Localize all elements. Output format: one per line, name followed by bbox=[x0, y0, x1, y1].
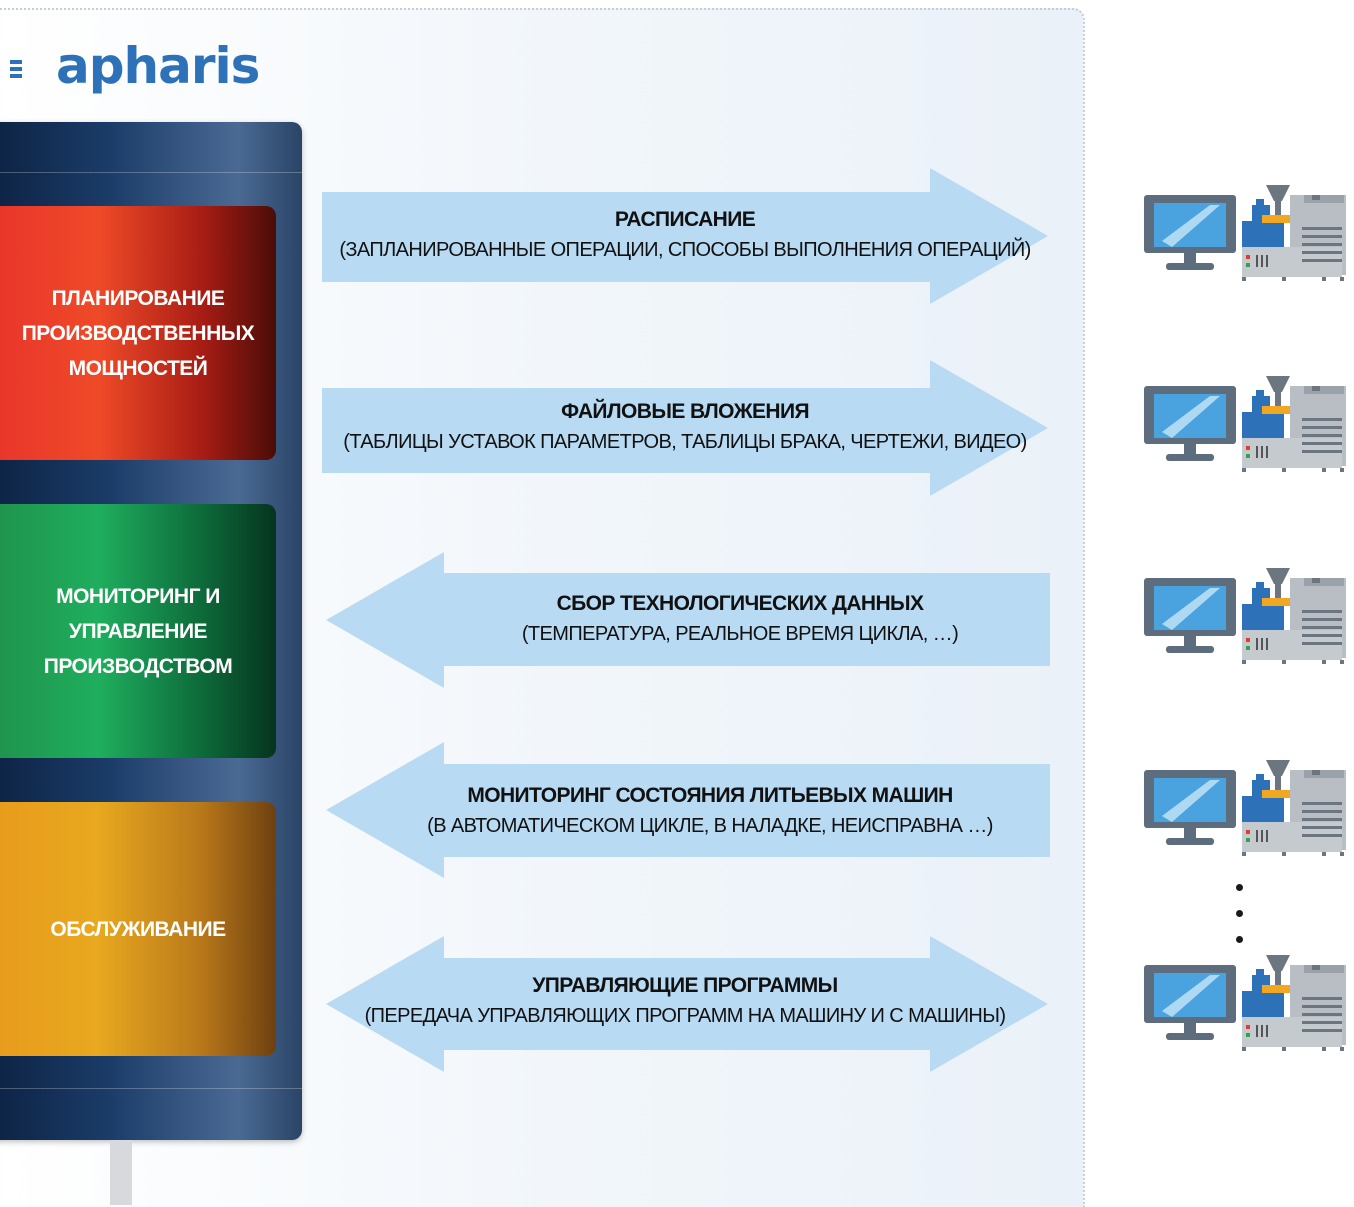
molding-machine-icon bbox=[1242, 760, 1346, 856]
logo-text: apharis bbox=[56, 37, 260, 95]
station-2 bbox=[1144, 376, 1354, 472]
flow-title: ФАЙЛОВЫЕ ВЛОЖЕНИЯ bbox=[561, 400, 809, 423]
arrow-left-3 bbox=[326, 552, 1050, 688]
molding-machine-icon bbox=[1242, 955, 1346, 1051]
flow-label-control-programs: УПРАВЛЯЮЩИЕ ПРОГРАММЫ (ПЕРЕДАЧА УПРАВЛЯЮ… bbox=[320, 971, 1050, 1031]
flow-subtitle: (ЗАПЛАНИРОВАННЫЕ ОПЕРАЦИИ, СПОСОБЫ ВЫПОЛ… bbox=[339, 239, 1031, 261]
flow-subtitle: (В АВТОМАТИЧЕСКОМ ЦИКЛЕ, В НАЛАДКЕ, НЕИС… bbox=[427, 815, 993, 837]
module-capacity-planning: ПЛАНИРОВАНИЕ ПРОИЗВОДСТВЕННЫХ МОЩНОСТЕЙ bbox=[0, 206, 276, 460]
flow-title: СБОР ТЕХНОЛОГИЧЕСКИХ ДАННЫХ bbox=[556, 592, 924, 615]
arrow-both-5 bbox=[326, 936, 1048, 1072]
station-4 bbox=[1144, 760, 1354, 856]
flow-label-attachments: ФАЙЛОВЫЕ ВЛОЖЕНИЯ (ТАБЛИЦЫ УСТАВОК ПАРАМ… bbox=[320, 397, 1050, 457]
flow-subtitle: (ТАБЛИЦЫ УСТАВОК ПАРАМЕТРОВ, ТАБЛИЦЫ БРА… bbox=[343, 431, 1027, 453]
station-3 bbox=[1144, 568, 1354, 664]
ellipsis-dots bbox=[1236, 884, 1243, 962]
module-label: ОБСЛУЖИВАНИЕ bbox=[50, 917, 226, 941]
flow-label-process-data: СБОР ТЕХНОЛОГИЧЕСКИХ ДАННЫХ (ТЕМПЕРАТУРА… bbox=[375, 589, 1105, 649]
station-5 bbox=[1144, 955, 1354, 1051]
arrow-left-4 bbox=[326, 742, 1050, 878]
flow-label-machine-status: МОНИТОРИНГ СОСТОЯНИЯ ЛИТЬЕВЫХ МАШИН (В А… bbox=[345, 781, 1075, 841]
flow-subtitle: (ТЕМПЕРАТУРА, РЕАЛЬНОЕ ВРЕМЯ ЦИКЛА, …) bbox=[521, 623, 959, 645]
module-label: МОНИТОРИНГ И УПРАВЛЕНИЕ ПРОИЗВОДСТВОМ bbox=[43, 584, 233, 678]
module-label: ПЛАНИРОВАНИЕ ПРОИЗВОДСТВЕННЫХ МОЩНОСТЕЙ bbox=[21, 286, 255, 380]
arrow-right-1 bbox=[322, 168, 1048, 304]
molding-machine-icon bbox=[1242, 185, 1346, 281]
computer-monitor-icon bbox=[1144, 965, 1236, 1040]
flow-title: РАСПИСАНИЕ bbox=[614, 208, 756, 231]
molding-machine-icon bbox=[1242, 568, 1346, 664]
flow-subtitle: (ПЕРЕДАЧА УПРАВЛЯЮЩИХ ПРОГРАММ НА МАШИНУ… bbox=[364, 1005, 1006, 1027]
flow-title: УПРАВЛЯЮЩИЕ ПРОГРАММЫ bbox=[532, 974, 838, 997]
flow-title: МОНИТОРИНГ СОСТОЯНИЯ ЛИТЬЕВЫХ МАШИН bbox=[467, 784, 953, 807]
logo-mark-icon bbox=[10, 60, 22, 78]
computer-monitor-icon bbox=[1144, 195, 1236, 270]
computer-monitor-icon bbox=[1144, 578, 1236, 653]
computer-monitor-icon bbox=[1144, 386, 1236, 461]
column-stand bbox=[110, 1140, 132, 1205]
module-production-monitoring: МОНИТОРИНГ И УПРАВЛЕНИЕ ПРОИЗВОДСТВОМ bbox=[0, 504, 276, 758]
station-1 bbox=[1144, 185, 1354, 281]
arrow-right-2 bbox=[322, 360, 1048, 496]
molding-machine-icon bbox=[1242, 376, 1346, 472]
computer-monitor-icon bbox=[1144, 770, 1236, 845]
module-maintenance: ОБСЛУЖИВАНИЕ bbox=[0, 802, 276, 1056]
flow-label-schedule: РАСПИСАНИЕ (ЗАПЛАНИРОВАННЫЕ ОПЕРАЦИИ, СП… bbox=[320, 205, 1050, 265]
